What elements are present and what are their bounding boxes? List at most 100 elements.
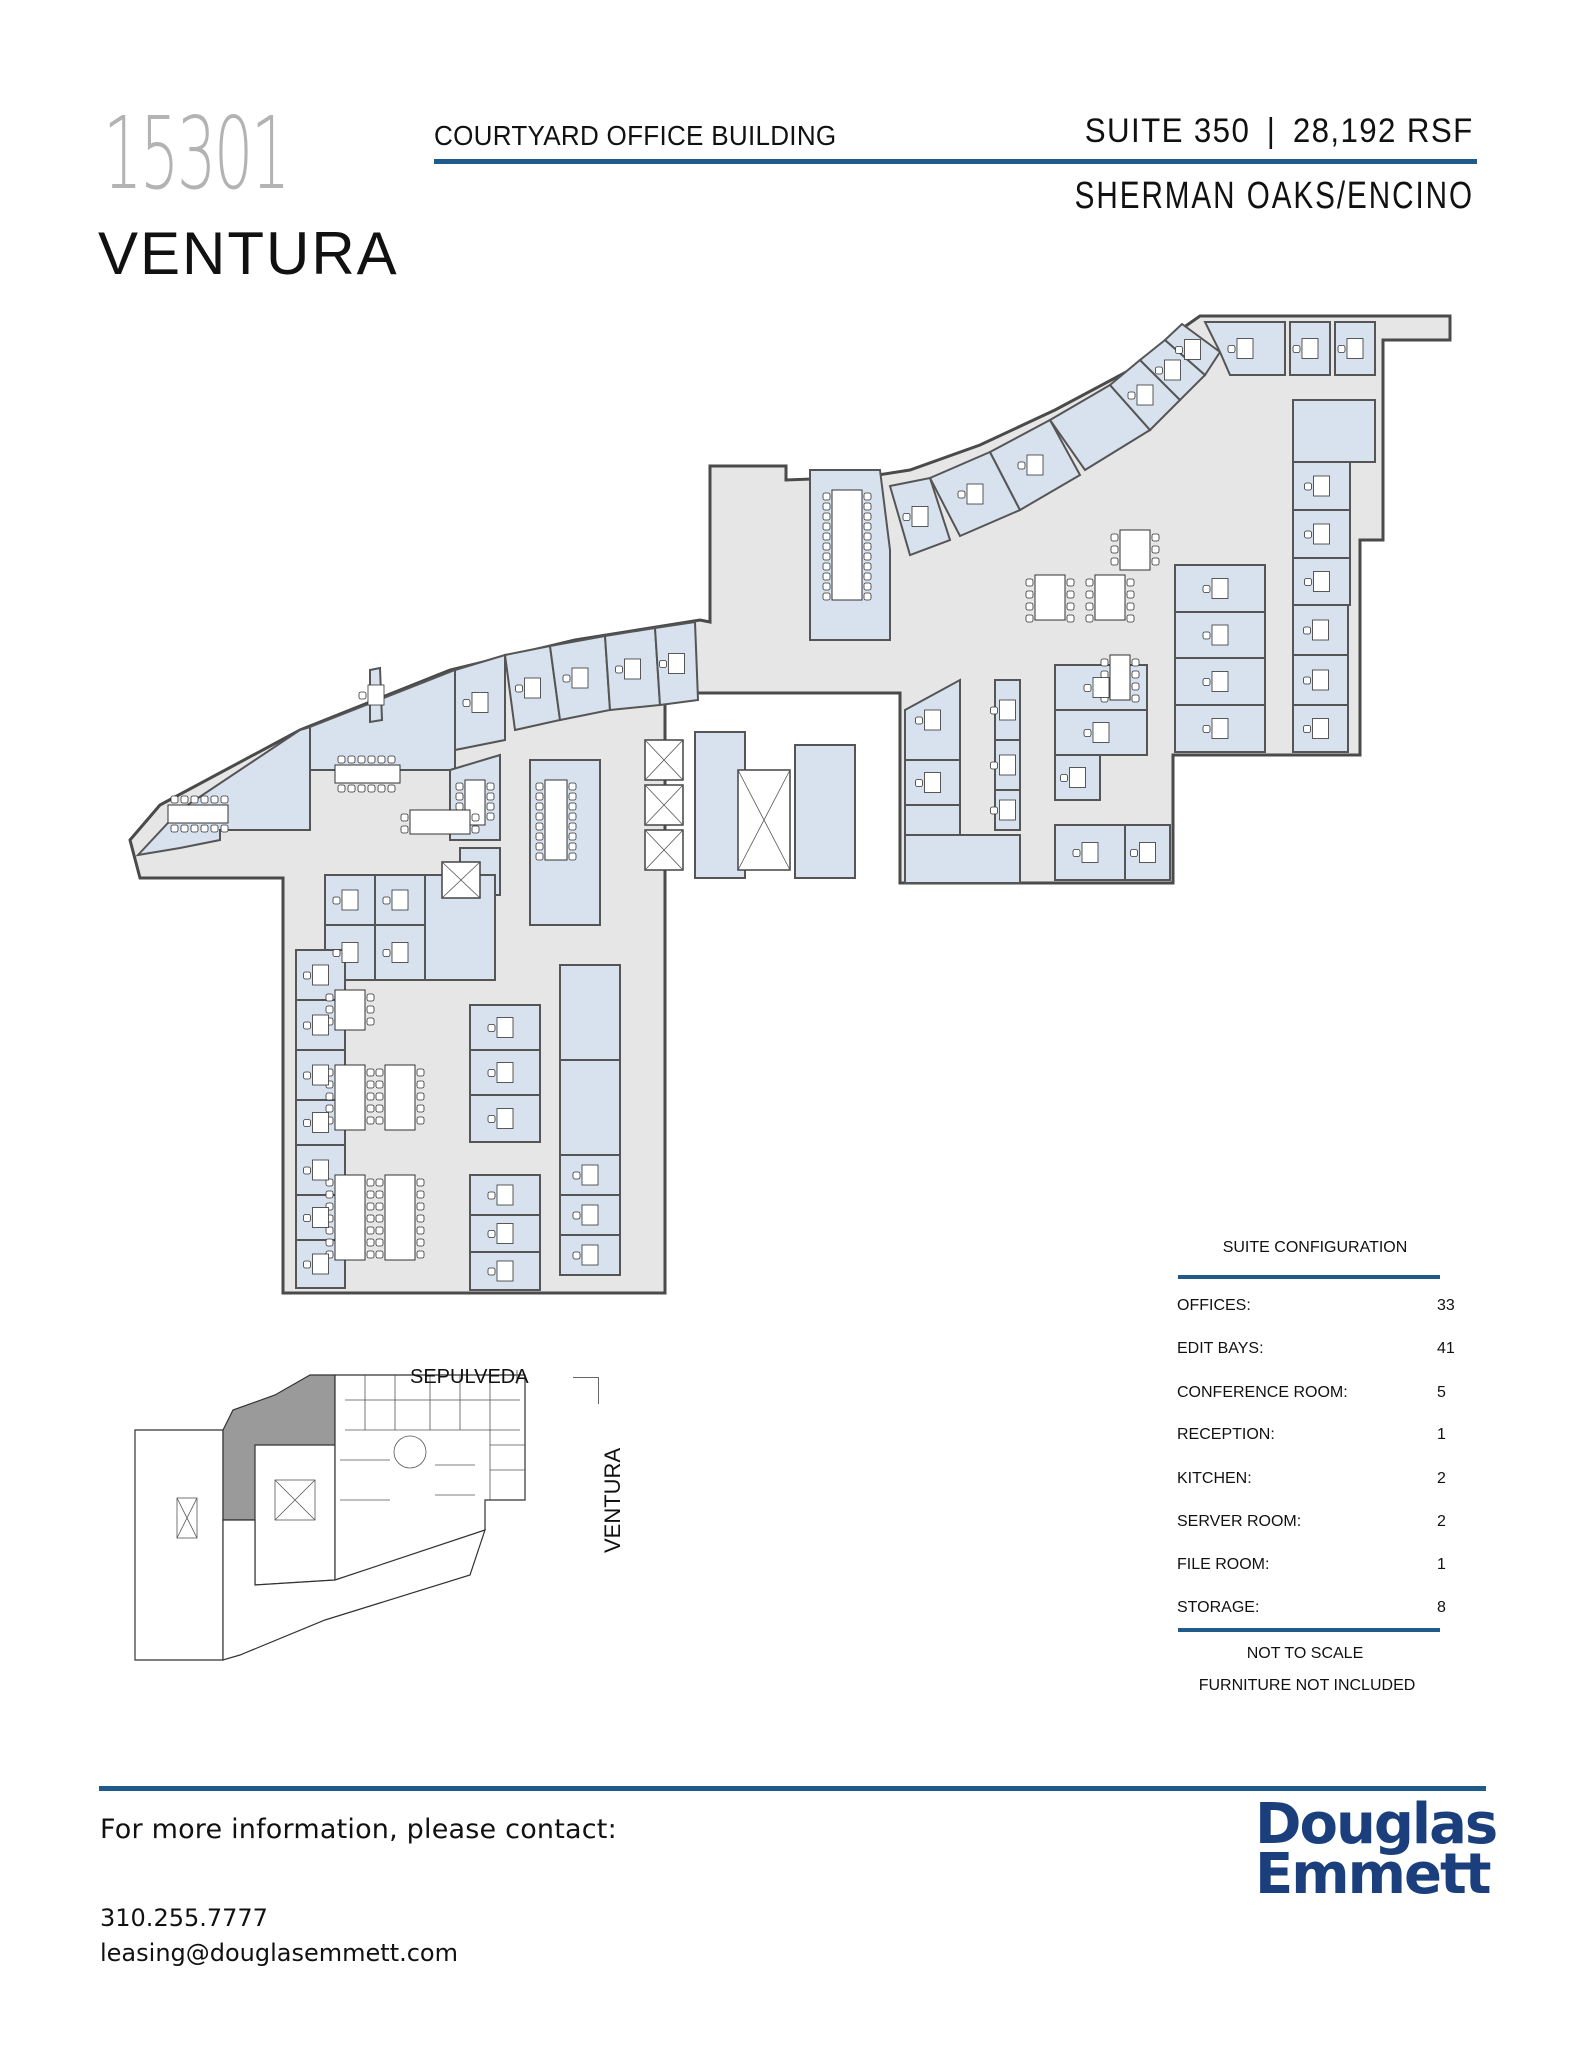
desk (581, 1244, 599, 1266)
contact-phone[interactable]: 310.255.7777 (100, 1904, 268, 1932)
config-label: FILE ROOM: (1177, 1556, 1270, 1573)
desk (624, 658, 641, 680)
desk (312, 1112, 329, 1133)
config-label: OFFICES: (1177, 1297, 1251, 1314)
address-number: 15301 (103, 95, 290, 212)
config-label: EDIT BAYS: (1177, 1340, 1264, 1357)
street-label-sepulveda-group (516, 1370, 518, 1384)
storage-s2 (559, 1059, 621, 1156)
contact-email[interactable]: leasing@douglasemmett.com (100, 1939, 458, 1967)
desk (524, 677, 541, 699)
config-value: 1 (1437, 1426, 1446, 1443)
config-label: RECEPTION: (1177, 1426, 1275, 1443)
desk (581, 1164, 599, 1186)
desk (1184, 339, 1201, 360)
freight-shaft (737, 769, 791, 871)
desk (571, 667, 589, 689)
site-plan-courtyard-building (254, 1444, 336, 1586)
storage-m (904, 804, 961, 836)
conf-center-table (544, 779, 568, 861)
desk (1211, 671, 1229, 692)
desk (1211, 718, 1229, 739)
boardroom-table (831, 489, 863, 601)
conf-nw-table (334, 764, 401, 784)
desk (496, 1260, 514, 1282)
desk (1164, 359, 1181, 381)
desk (1139, 842, 1156, 863)
street-label-ventura: VENTURA (600, 1447, 625, 1553)
config-value: 8 (1437, 1599, 1446, 1616)
desk (496, 1017, 514, 1038)
street-label-sepulveda: SEPULVEDA (410, 1366, 529, 1388)
desk (496, 1223, 514, 1244)
contact-heading: For more information, please contact: (100, 1814, 617, 1845)
desk (1346, 338, 1364, 359)
config-bottom-rule (1178, 1628, 1440, 1632)
desk (999, 699, 1016, 721)
desk (341, 942, 359, 963)
header-rule (434, 159, 1477, 164)
workstation-cluster (334, 989, 366, 1031)
desk (1211, 578, 1229, 599)
site-plan-west-building (134, 1429, 224, 1661)
desk (999, 754, 1016, 776)
desk (924, 709, 941, 731)
workstation-cluster (1094, 574, 1126, 621)
suite-area: 28,192 RSF (1293, 112, 1474, 150)
desk (1301, 338, 1319, 359)
desk (1313, 475, 1330, 497)
config-value: 41 (1437, 1340, 1455, 1357)
desk (1312, 718, 1329, 739)
desk (496, 1184, 514, 1206)
config-label: KITCHEN: (1177, 1470, 1252, 1487)
config-top-rule (1178, 1275, 1440, 1279)
desk (312, 1064, 329, 1086)
site-plan-south-building (222, 1519, 486, 1661)
config-label: SERVER ROOM: (1177, 1513, 1302, 1530)
elevator-1 (644, 739, 684, 781)
desk (367, 684, 385, 706)
workstation-cluster (1034, 574, 1066, 621)
shaft-w (441, 861, 481, 899)
street-leader-horizontal (573, 1377, 599, 1378)
desk (341, 889, 359, 911)
desk (999, 799, 1016, 821)
site-plan-buildings (134, 1374, 526, 1661)
desk (1236, 338, 1254, 359)
config-label: STORAGE: (1177, 1599, 1260, 1616)
desk (1092, 677, 1110, 698)
server-room-m (904, 834, 1021, 884)
address-street: VENTURA (98, 220, 399, 287)
desk (1026, 454, 1044, 476)
desk (471, 692, 489, 713)
desk (312, 1014, 329, 1036)
desk (1081, 842, 1099, 863)
elevator-lobby (694, 731, 746, 879)
desk (911, 506, 929, 527)
config-value: 1 (1437, 1556, 1446, 1573)
submarket: SHERMAN OAKS/ENCINO (1074, 175, 1474, 217)
desk (1313, 571, 1330, 592)
suite-separator: | (1267, 112, 1277, 150)
config-label: CONFERENCE ROOM: (1177, 1384, 1348, 1401)
building-name: COURTYARD OFFICE BUILDING (434, 120, 837, 151)
note-furniture-not-included: FURNITURE NOT INCLUDED (1198, 1677, 1416, 1694)
desk (1312, 619, 1329, 641)
config-value: 33 (1437, 1297, 1455, 1314)
workstation-cluster (384, 1064, 416, 1131)
desk (1211, 624, 1229, 646)
storage-c (794, 744, 856, 879)
desk (924, 772, 941, 793)
elevator-3 (644, 829, 684, 871)
desk (668, 653, 685, 674)
douglas-emmett-logo: Douglas Emmett (1255, 1797, 1498, 1903)
workstation-cluster (384, 1174, 416, 1261)
desk (312, 964, 329, 986)
workstation-cluster (334, 1064, 366, 1131)
config-value: 5 (1437, 1384, 1446, 1401)
suite-number: SUITE 350 (1085, 112, 1251, 150)
desk (312, 1207, 329, 1228)
note-not-to-scale: NOT TO SCALE (1246, 1645, 1364, 1662)
desk (312, 1253, 329, 1275)
desk (496, 1108, 514, 1129)
